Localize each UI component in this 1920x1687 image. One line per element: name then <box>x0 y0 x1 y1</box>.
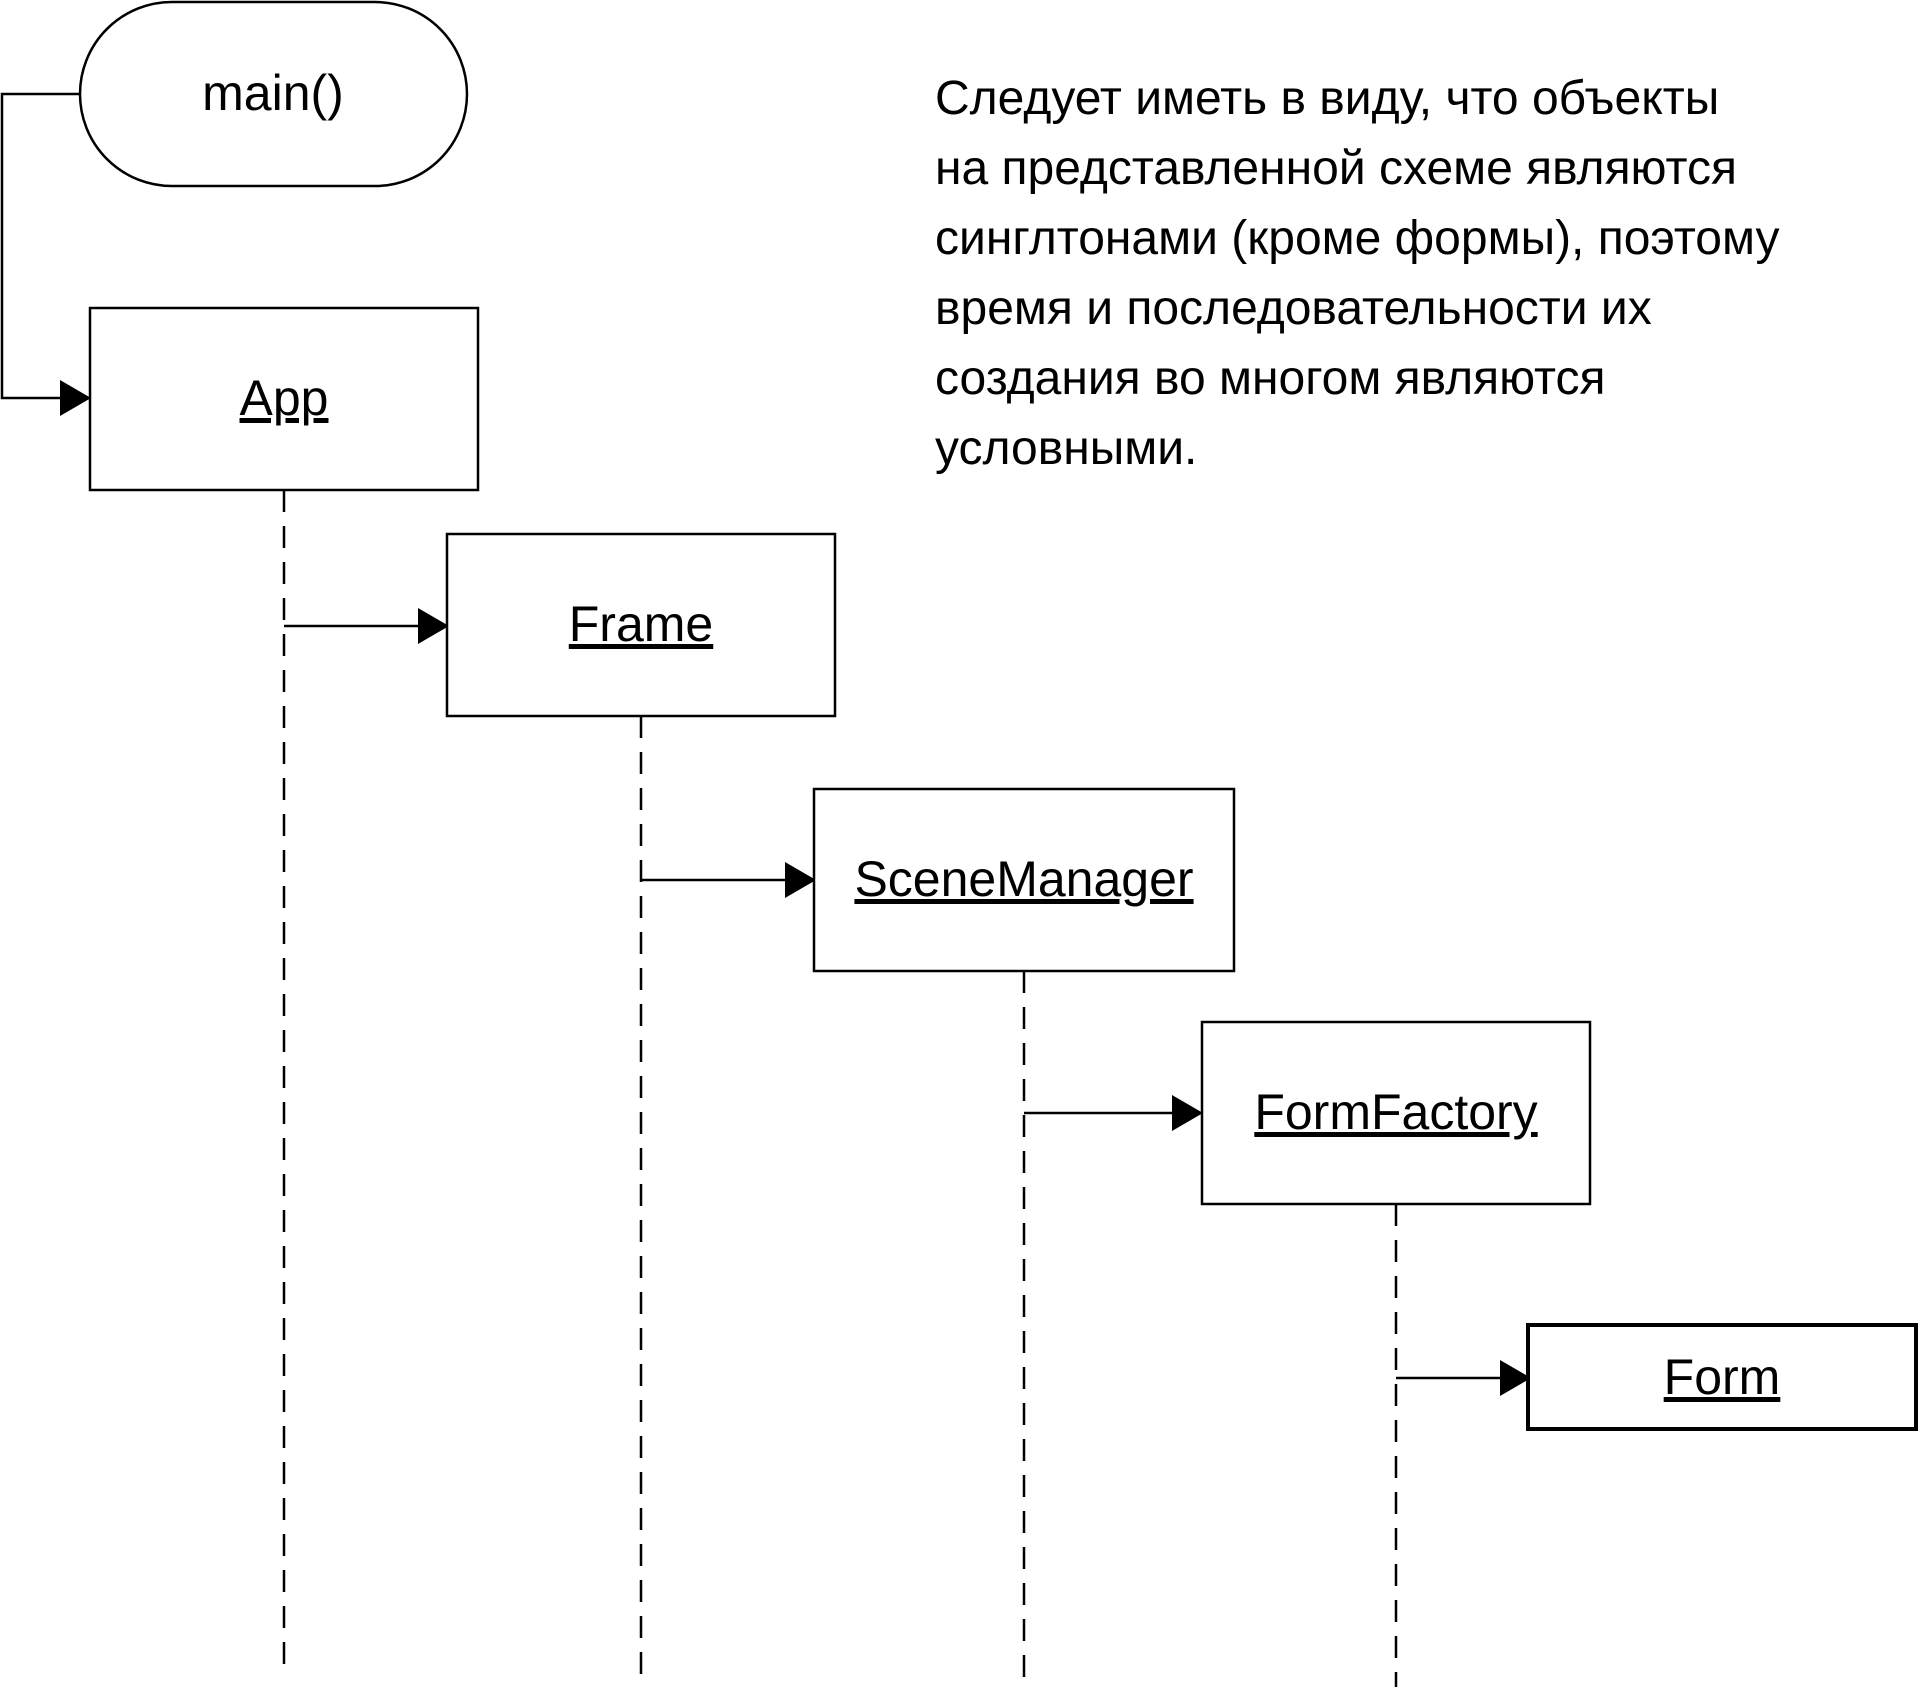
note-line: время и последовательности их <box>935 282 1652 335</box>
message-scenemanager-to-formfactory-arrowhead <box>1172 1095 1203 1131</box>
start-node-label: main() <box>202 65 344 121</box>
note-line: на представленной схеме являются <box>935 142 1737 195</box>
note-line: создания во многом являются <box>935 352 1606 405</box>
main-to-app-connector <box>0 92 80 400</box>
start-node-main <box>78 0 469 188</box>
message-frame-to-scenemanager-arrowhead <box>785 862 816 898</box>
object-box-formfactory <box>1200 1020 1592 1206</box>
message-app-to-frame-arrowhead <box>418 608 449 644</box>
object-label-frame: Frame <box>569 596 713 652</box>
note-line: Следует иметь в виду, что объекты <box>935 72 1720 125</box>
object-label-scenemanager: SceneManager <box>854 851 1193 907</box>
diagram-note: Следует иметь в виду, что объекты на пре… <box>935 64 1895 484</box>
note-line: синглтонами (кроме формы), поэтому <box>935 212 1780 265</box>
object-label-formfactory: FormFactory <box>1254 1084 1537 1140</box>
message-formfactory-to-form-arrowhead <box>1500 1360 1531 1396</box>
object-box-scenemanager <box>812 787 1236 973</box>
object-label-form: Form <box>1664 1349 1781 1405</box>
main-to-app-arrowhead <box>60 380 91 416</box>
note-line: условными. <box>935 422 1198 475</box>
object-box-app <box>88 306 480 492</box>
object-box-frame <box>445 532 837 718</box>
object-box-form <box>1526 1323 1918 1431</box>
object-label-app: App <box>240 370 329 426</box>
